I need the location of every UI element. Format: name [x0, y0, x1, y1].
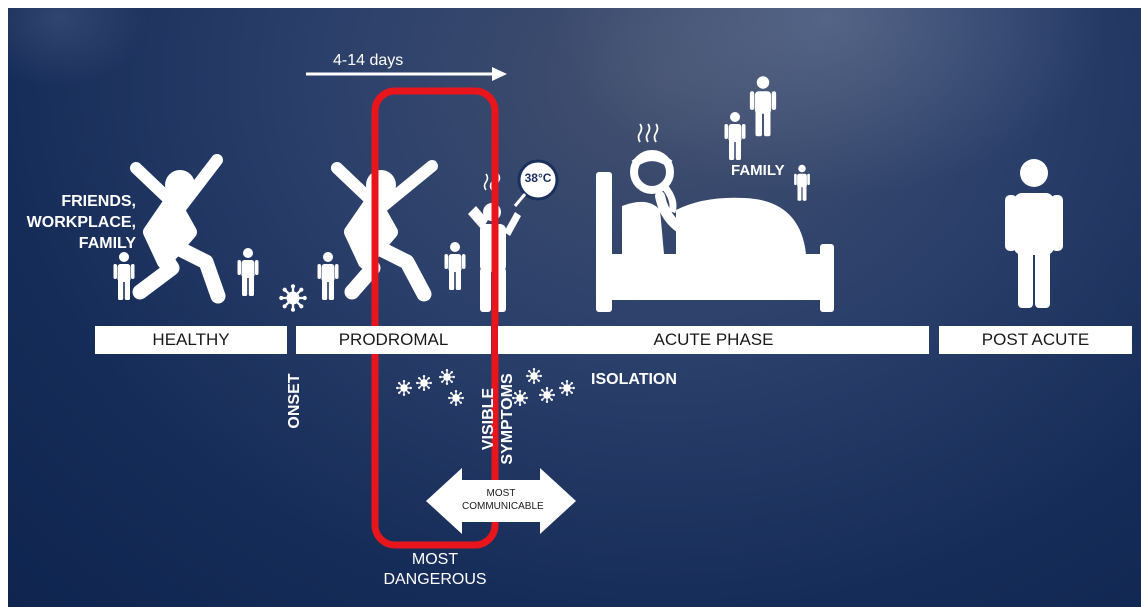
family-label: FAMILY	[731, 162, 785, 179]
recovered-person	[1005, 159, 1063, 308]
person-icon	[444, 242, 466, 290]
most-communicable-arrow	[426, 468, 576, 534]
contacts-line: FAMILY	[78, 235, 136, 252]
person-icon	[237, 248, 259, 296]
visible-symptoms-label: VISIBLE SYMPTOMS	[479, 364, 519, 474]
most-dangerous-line: DANGEROUS	[383, 571, 487, 588]
most-dangerous-frame	[371, 87, 499, 549]
most-communicable-line: COMMUNICABLE	[462, 501, 544, 512]
visible-symptoms-line: SYMPTOMS	[499, 373, 516, 465]
most-dangerous-line: MOST	[411, 551, 459, 568]
person-icon	[749, 76, 777, 137]
most-dangerous-label: MOST DANGEROUS	[368, 550, 502, 590]
diagram-panel	[8, 8, 1141, 607]
phase-acute: ACUTE PHASE	[498, 326, 929, 354]
thermometer-icon	[513, 159, 559, 207]
sick-person-in-bed	[596, 150, 834, 312]
most-communicable-label: MOST COMMUNICABLE	[462, 487, 544, 513]
isolation-label: ISOLATION	[591, 371, 677, 388]
person-icon	[794, 164, 810, 201]
contacts-label: FRIENDS, WORKPLACE, FAMILY	[12, 191, 136, 254]
phase-prodromal: PRODROMAL	[296, 326, 491, 354]
duration-label: 4-14 days	[333, 52, 404, 69]
onset-label: ONSET	[286, 373, 303, 429]
phase-healthy: HEALTHY	[95, 326, 287, 354]
phase-post-acute: POST ACUTE	[939, 326, 1132, 354]
jumping-person-healthy	[130, 154, 226, 304]
person-icon	[724, 112, 746, 160]
contacts-line: WORKPLACE,	[26, 214, 136, 231]
jumping-person-prodromal	[331, 160, 438, 302]
thermometer-reading: 38°C	[524, 171, 552, 185]
virus-icon	[278, 283, 308, 313]
visible-symptoms-line: VISIBLE	[480, 387, 497, 451]
contacts-line: FRIENDS,	[61, 193, 136, 210]
duration-arrow	[306, 67, 507, 81]
person-icon	[317, 252, 339, 300]
heat-waves-icon	[637, 123, 659, 143]
most-communicable-line: MOST	[486, 488, 516, 499]
person-icon	[113, 252, 135, 300]
